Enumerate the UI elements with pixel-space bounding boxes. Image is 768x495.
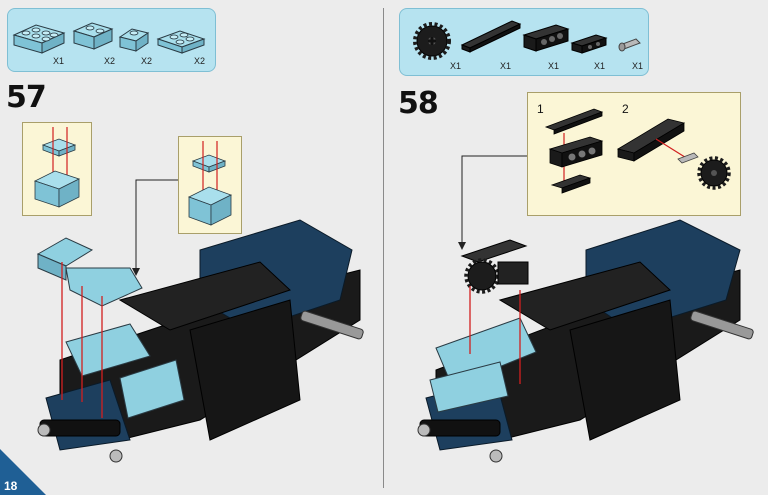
black-short-technic-brick-icon — [570, 34, 608, 54]
page-divider — [383, 8, 384, 488]
part-qty: X1 — [500, 61, 512, 71]
part-qty: X2 — [104, 56, 116, 66]
part-qty: X1 — [53, 56, 65, 66]
page-number-badge — [0, 449, 46, 495]
step-57-model — [36, 219, 364, 463]
callout-58-art — [544, 108, 731, 194]
light-blue-2x2-plate-icon — [156, 30, 206, 54]
part-qty: X1 — [548, 61, 560, 71]
substep-2-label: 2 — [622, 102, 629, 116]
callout-right-art — [187, 141, 233, 226]
page-number: 18 — [4, 479, 18, 493]
step-57-callout-right — [178, 136, 242, 234]
part-qty: X2 — [194, 56, 206, 66]
light-blue-wedge-brick-icon — [118, 28, 150, 52]
step-57-parts-panel: X1 X2 X2 X2 — [7, 8, 216, 72]
part-qty: X2 — [141, 56, 153, 66]
part-qty: X1 — [450, 61, 462, 71]
step-58-number: 58 — [398, 86, 439, 121]
step-58-callout: 1 2 — [527, 92, 741, 216]
light-blue-2x3-brick-icon — [12, 24, 66, 54]
black-gear-icon — [413, 22, 451, 60]
step-57-callout-left — [22, 122, 92, 216]
part-qty: X1 — [632, 61, 644, 71]
substep-1-label: 1 — [537, 102, 544, 116]
callout-left-art — [33, 127, 81, 208]
step-58-model — [417, 219, 754, 463]
black-technic-brick-icon — [522, 24, 570, 52]
step-58-parts-panel: X1 X1 X1 X1 X1 — [399, 8, 649, 76]
step-57-parts-art — [12, 22, 206, 54]
light-blue-slope-brick-icon — [72, 22, 114, 50]
black-long-plate-icon — [460, 20, 522, 53]
grey-pin-icon — [618, 38, 641, 52]
step-57-number: 57 — [6, 80, 47, 115]
step-58-parts-art — [413, 20, 641, 60]
part-qty: X1 — [594, 61, 606, 71]
